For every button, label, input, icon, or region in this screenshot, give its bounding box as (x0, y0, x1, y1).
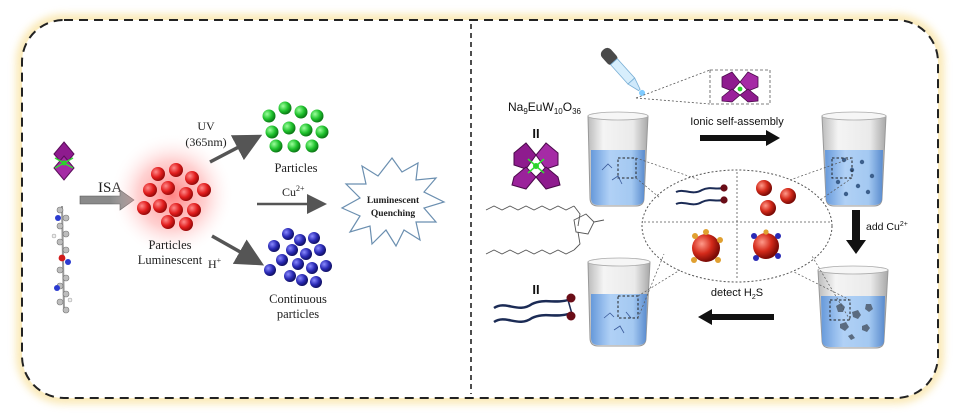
zoom-red-spheres (756, 180, 796, 216)
equivalence-symbol-bottom: II (532, 282, 539, 297)
pom-molecule-icon (53, 141, 75, 181)
formula-label: Na9EuW10O36 (508, 100, 582, 116)
ionic-self-assembly-label: Ionic self-assembly (690, 116, 784, 128)
pom-molecule-icon (511, 142, 561, 190)
surfactant-molecule-icon (51, 205, 73, 314)
quenching-label-2: Quenching (371, 209, 416, 219)
detect-h2s-label: detect H2S (711, 287, 763, 301)
right-panel: Na9EuW10O36 II II (485, 47, 908, 349)
beaker-bottom-right (817, 265, 889, 349)
continuous-label-2: particles (277, 307, 319, 321)
green-particle-grid (262, 101, 329, 153)
zoom-ellipse (641, 169, 833, 283)
zoom-line (635, 97, 711, 105)
surfactant-structure-icon (485, 205, 605, 255)
blue-particle-network (264, 228, 332, 288)
zoom-surfactant-icon (675, 184, 728, 206)
particles-label: Particles (274, 161, 317, 175)
luminescent-glow (110, 133, 234, 257)
add-cu-label: add Cu2+ (866, 221, 908, 233)
red-particle-cluster (137, 163, 211, 231)
uv-label-1: UV (197, 119, 215, 133)
zoom-h2s-sphere (751, 229, 781, 261)
beaker-bottom-left (587, 257, 651, 347)
uv-arrow (209, 134, 263, 164)
uv-label-2: (365nm) (185, 135, 226, 149)
particles-luminescent-label-1: Particles (148, 238, 191, 252)
particles-luminescent-label-2: Luminescent (138, 253, 203, 267)
add-cu-arrow (846, 210, 866, 254)
dropper-icon (600, 47, 646, 96)
zoom-line (635, 69, 711, 99)
continuous-label-1: Continuous (269, 292, 327, 306)
cu-label: Cu2+ (282, 184, 305, 199)
quenching-label-1: Luminescent (367, 196, 420, 206)
h-label: H+ (208, 256, 222, 271)
simplified-surfactant-icon (493, 293, 576, 324)
h-arrow (211, 234, 265, 266)
beaker-top-left (587, 111, 649, 207)
left-panel: ISA Particles Luminescent UV (365nm) (51, 101, 446, 321)
pom-molecule-icon (721, 71, 759, 103)
ionic-self-assembly-arrow (700, 130, 780, 146)
zoom-cu-bound-sphere (691, 229, 723, 263)
quenching-starburst (340, 156, 446, 248)
pom-zoom-box (709, 69, 771, 105)
equivalence-symbol-top: II (532, 126, 539, 141)
zoom-connectors (635, 157, 853, 321)
beaker-top-right (821, 111, 887, 207)
detect-h2s-arrow (698, 309, 774, 325)
outer-frame (21, 19, 939, 399)
